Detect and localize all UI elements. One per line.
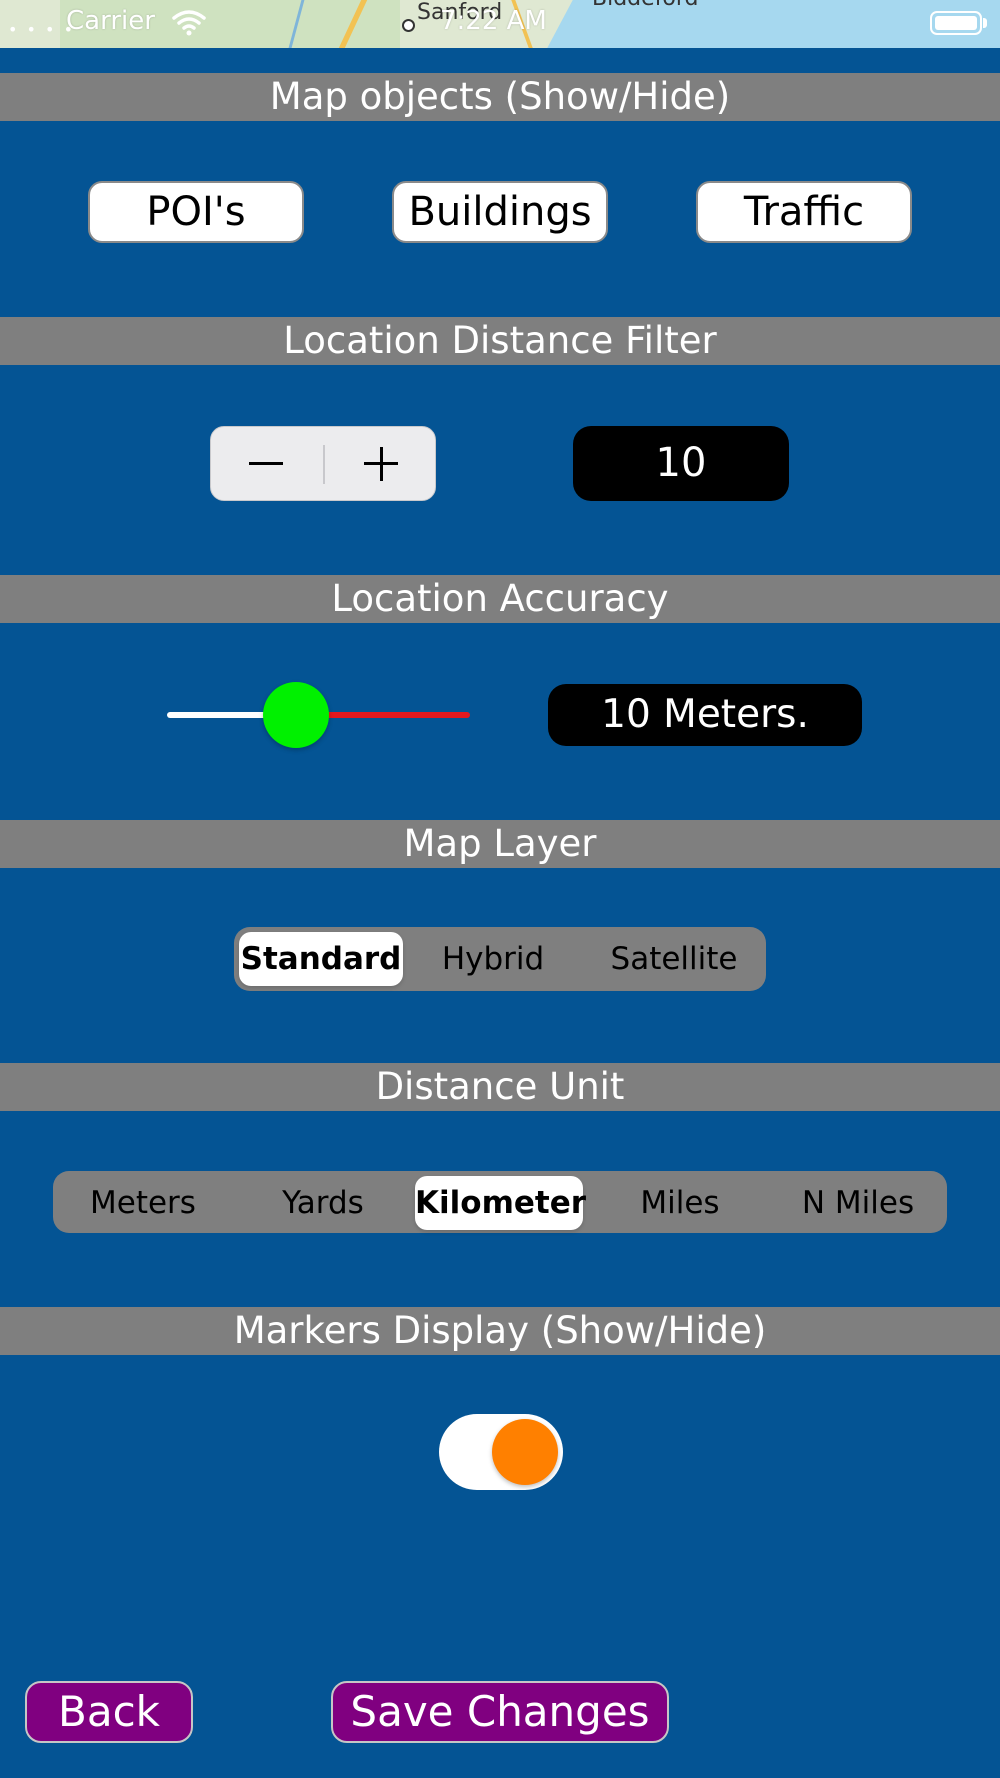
segment-satellite[interactable]: Satellite xyxy=(610,941,738,977)
traffic-toggle-button[interactable]: Traffic xyxy=(696,181,912,243)
back-button[interactable]: Back xyxy=(25,1681,193,1743)
segment-miles[interactable]: Miles xyxy=(640,1185,720,1221)
segment-kilometer[interactable]: Kilometer xyxy=(415,1176,586,1230)
section-header-distance-unit: Distance Unit xyxy=(0,1063,1000,1111)
buildings-toggle-button[interactable]: Buildings xyxy=(392,181,608,243)
accuracy-value-label: 10 Meters. xyxy=(548,684,862,746)
battery-icon xyxy=(930,11,982,35)
segment-meters[interactable]: Meters xyxy=(90,1185,196,1221)
battery-tip xyxy=(983,18,987,28)
minus-icon xyxy=(249,462,283,465)
distance-filter-value: 10 xyxy=(573,426,789,501)
section-header-map-objects: Map objects (Show/Hide) xyxy=(0,73,1000,121)
segment-standard[interactable]: Standard xyxy=(239,932,403,986)
distance-filter-stepper xyxy=(210,426,436,501)
distance-unit-segmented-control: Meters Yards Kilometer Miles N Miles xyxy=(53,1171,947,1233)
section-header-location-accuracy: Location Accuracy xyxy=(0,575,1000,623)
map-label-city: Sanford xyxy=(417,0,503,25)
markers-display-toggle-thumb[interactable] xyxy=(492,1419,558,1485)
stepper-divider xyxy=(323,445,325,484)
section-header-markers-display: Markers Display (Show/Hide) xyxy=(0,1307,1000,1355)
status-time: 7:22 AM xyxy=(440,6,547,36)
signal-icon: • • • • xyxy=(8,20,76,39)
map-water xyxy=(600,0,1000,48)
accuracy-slider-max-track[interactable] xyxy=(297,712,470,718)
stepper-decrement-button[interactable] xyxy=(211,427,323,500)
poi-toggle-button[interactable]: POI's xyxy=(88,181,304,243)
section-header-distance-filter: Location Distance Filter xyxy=(0,317,1000,365)
segment-n-miles[interactable]: N Miles xyxy=(801,1185,915,1221)
segment-yards[interactable]: Yards xyxy=(282,1185,364,1221)
status-bar: Sanford Biddeford • • • • Carrier 7:22 A… xyxy=(0,0,1000,48)
map-label-town: Biddeford xyxy=(592,0,699,11)
stepper-increment-button[interactable] xyxy=(325,427,437,500)
accuracy-slider-thumb[interactable] xyxy=(263,682,329,748)
save-changes-button[interactable]: Save Changes xyxy=(331,1681,669,1743)
section-header-map-layer: Map Layer xyxy=(0,820,1000,868)
segment-hybrid[interactable]: Hybrid xyxy=(441,941,545,977)
accuracy-slider-min-track[interactable] xyxy=(167,712,297,718)
carrier-label: Carrier xyxy=(66,6,155,36)
map-city-marker xyxy=(402,19,415,32)
plus-icon-vertical xyxy=(379,447,383,481)
map-layer-segmented-control: Standard Hybrid Satellite xyxy=(234,927,766,991)
wifi-icon xyxy=(172,10,206,36)
